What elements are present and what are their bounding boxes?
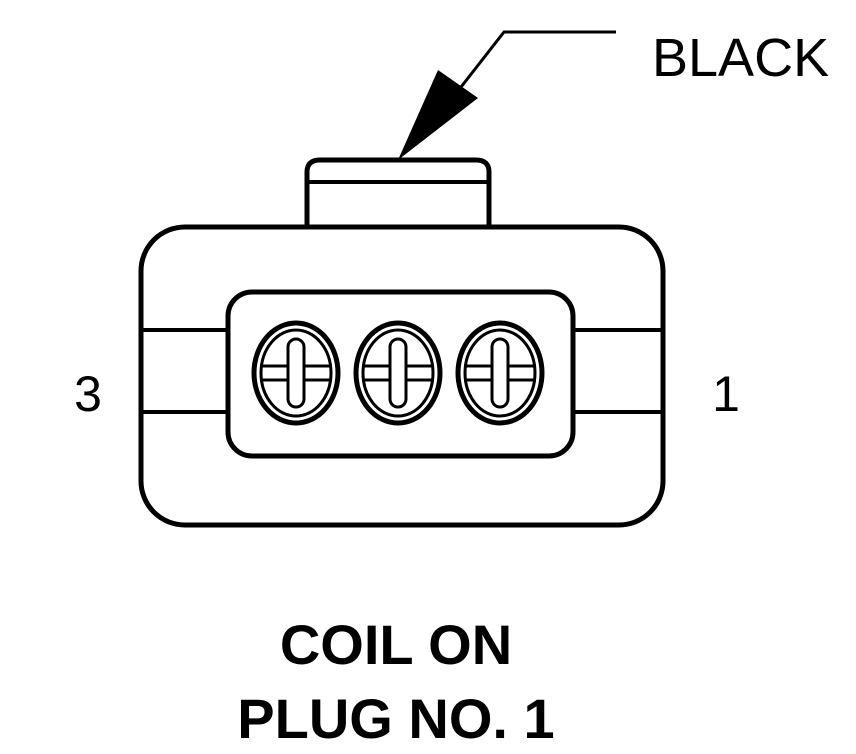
pin-number-right: 1 xyxy=(712,366,740,422)
color-callout-leader xyxy=(398,30,616,160)
color-callout-label: BLACK xyxy=(652,28,829,88)
caption-line-2: PLUG NO. 1 xyxy=(237,687,554,750)
terminals xyxy=(251,320,545,426)
terminal-socket xyxy=(251,320,341,426)
terminal-socket xyxy=(455,320,545,426)
caption-line-1: COIL ON xyxy=(280,613,512,676)
locking-tab xyxy=(304,157,492,227)
pin-number-left: 3 xyxy=(74,366,102,422)
terminal-socket xyxy=(353,320,443,426)
side-rails xyxy=(141,328,663,414)
